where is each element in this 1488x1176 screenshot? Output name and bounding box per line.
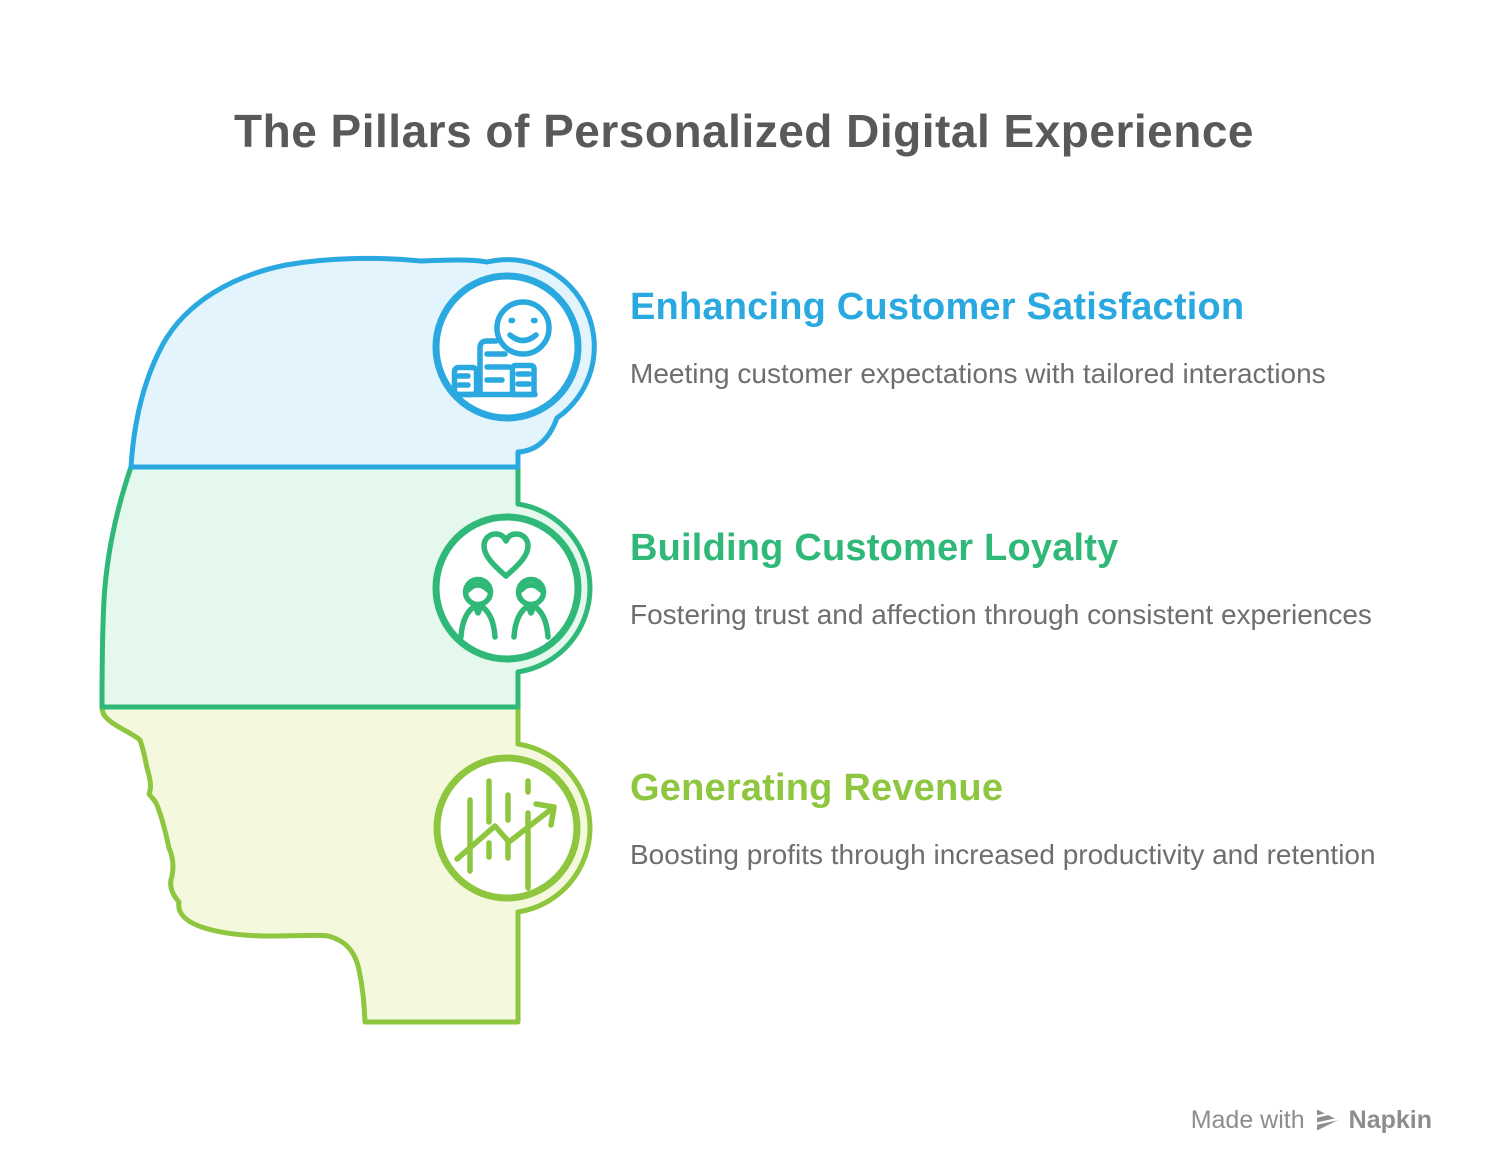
watermark-prefix: Made with (1190, 1105, 1305, 1134)
section-heading-loyalty: Building Customer Loyalty (630, 527, 1119, 569)
section-description-satisfaction: Meeting customer expectations with tailo… (630, 358, 1326, 389)
revenue-icon-bubble (433, 754, 581, 902)
section-loyalty: Building Customer Loyalty Fostering trus… (630, 525, 1420, 635)
section-description-loyalty: Fostering trust and affection through co… (630, 599, 1372, 630)
growth-chart-arrow-icon (454, 778, 557, 891)
section-satisfaction: Enhancing Customer Satisfaction Meeting … (630, 284, 1420, 394)
watermark-brand: Napkin (1348, 1105, 1432, 1134)
made-with-napkin-watermark: Made with Napkin (1191, 1104, 1432, 1136)
section-revenue: Generating Revenue Boosting profits thro… (630, 765, 1420, 875)
thumbs-up-smiley-icon (451, 299, 552, 398)
section-heading-satisfaction: Enhancing Customer Satisfaction (630, 286, 1245, 328)
section-description-revenue: Boosting profits through increased produ… (630, 839, 1376, 870)
satisfaction-icon-bubble (432, 272, 582, 422)
napkin-logo-icon (1313, 1109, 1338, 1131)
people-heart-icon (458, 531, 551, 640)
section-heading-revenue: Generating Revenue (630, 767, 1004, 809)
page-title: The Pillars of Personalized Digital Expe… (234, 105, 1254, 157)
loyalty-icon-bubble (432, 513, 582, 663)
